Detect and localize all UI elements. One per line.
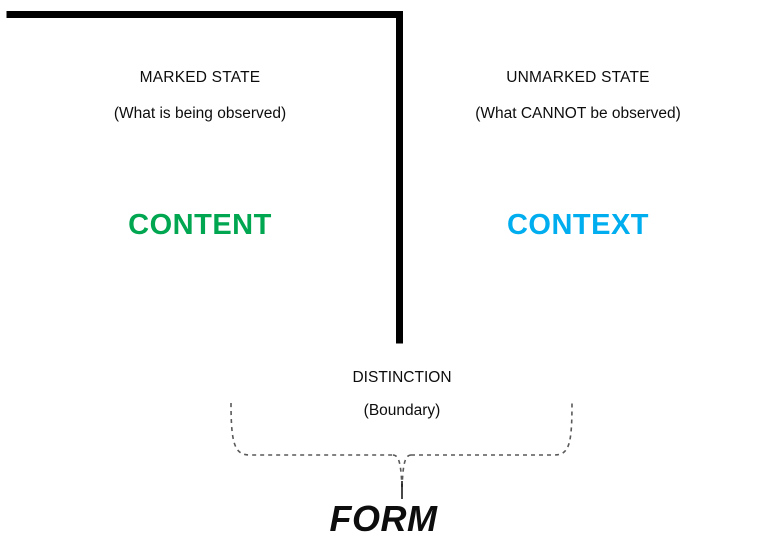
distinction-mark-path — [6, 11, 403, 344]
marked-state-label: MARKED STATE — [139, 69, 261, 86]
unmarked-state-description: (What CANNOT be observed) — [475, 105, 681, 122]
boundary-label: (Boundary) — [363, 402, 441, 419]
unmarked-state-block: UNMARKED STATE (What CANNOT be observed) — [438, 68, 718, 124]
brace-center-left-notch — [392, 454, 403, 488]
brace-center-right-notch — [401, 454, 412, 488]
form-label: FORM — [329, 498, 438, 539]
context-label: CONTEXT — [506, 209, 650, 241]
marked-state-block: MARKED STATE (What is being observed) — [60, 68, 340, 124]
marked-state-description: (What is being observed) — [113, 105, 287, 122]
distinction-label: DISTINCTION — [352, 369, 452, 386]
distinction-label-group: DISTINCTION (Boundary) — [262, 368, 542, 421]
unmarked-state-label: UNMARKED STATE — [506, 69, 650, 86]
content-label: CONTENT — [128, 209, 272, 241]
